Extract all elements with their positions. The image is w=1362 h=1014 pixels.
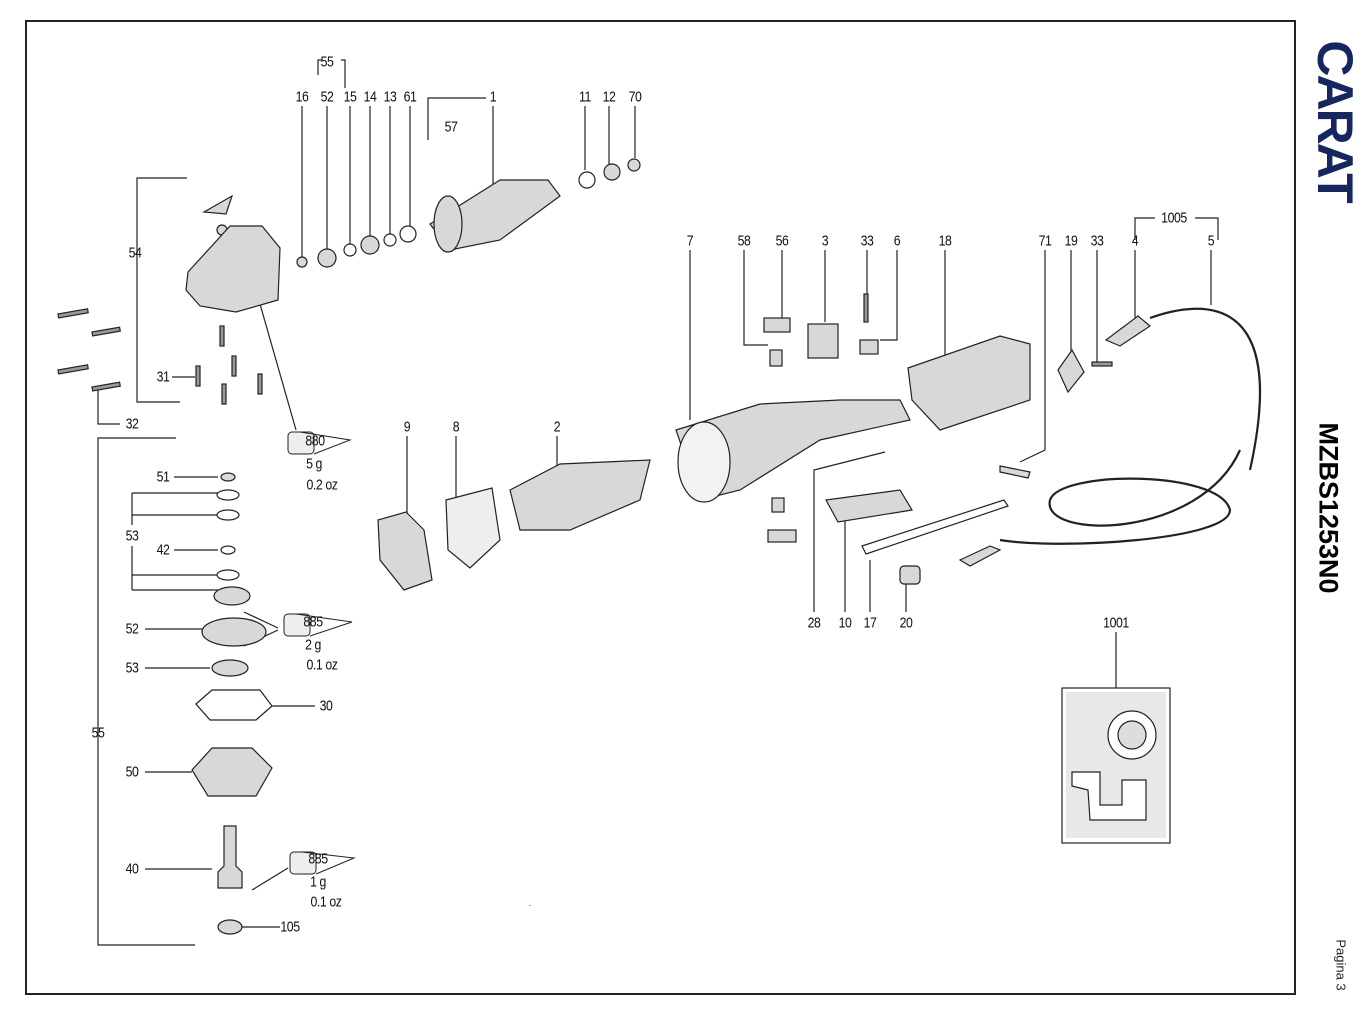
parts (57, 158, 1261, 935)
part-callout: 4 (1131, 232, 1139, 250)
grease-weight: 1 g (310, 873, 326, 891)
part-callout: 2 (553, 418, 561, 436)
part-callout: 8 (452, 418, 460, 436)
part-callout: 3 (821, 232, 829, 250)
part-callout: 1 (489, 88, 497, 106)
part-callout: 57 (444, 118, 458, 136)
part-callout: 14 (363, 88, 377, 106)
part-callout: 58 (737, 232, 751, 250)
part-callout: 51 (156, 468, 170, 486)
part-callout: 55 (91, 724, 105, 742)
grease-weight: 5 g (306, 455, 322, 473)
part-callout: 5 (1207, 232, 1215, 250)
part-callout: 50 (125, 763, 139, 781)
part-callout: 56 (775, 232, 789, 250)
part-callout: 19 (1064, 232, 1078, 250)
part-callout: 70 (628, 88, 642, 106)
part-callout: 32 (125, 415, 139, 433)
grease-ounces: 0.1 oz (306, 656, 338, 674)
part-callout: 20 (899, 614, 913, 632)
carat-logo: CARAT (1307, 39, 1362, 202)
part-callout: 15 (343, 88, 357, 106)
part-callout: 53 (125, 527, 139, 545)
model-number: MZBS1253N0 (1313, 422, 1344, 594)
part-callout: 11 (579, 88, 591, 106)
part-callout: 55 (320, 53, 334, 71)
part-callout: 30 (319, 697, 333, 715)
page-number: Pagina 3 (1333, 939, 1349, 991)
grease-tubes (283, 431, 356, 875)
part-callout: 1001 (1103, 614, 1129, 632)
grease-code: 885 (308, 850, 328, 868)
part-callout: 13 (383, 88, 397, 106)
part-callout: 18 (938, 232, 952, 250)
grease-code: 885 (303, 613, 323, 631)
part-callout: 1005 (1161, 209, 1187, 227)
part-callout: 33 (860, 232, 874, 250)
part-callout: 9 (403, 418, 411, 436)
leader-lines (97, 59, 1219, 946)
part-callout: 17 (863, 614, 877, 632)
part-callout: 52 (320, 88, 334, 106)
part-callout: 28 (807, 614, 821, 632)
part-callout: 31 (156, 368, 170, 386)
part-callout: 105 (280, 918, 300, 936)
grease-code: 880 (305, 432, 325, 450)
part-callout: 6 (893, 232, 901, 250)
drawing-frame (25, 20, 1296, 995)
grease-ounces: 0.1 oz (310, 893, 342, 911)
part-callout: 12 (602, 88, 616, 106)
grease-weight: 2 g (305, 636, 321, 654)
part-callout: 53 (125, 659, 139, 677)
grease-ounces: 0.2 oz (306, 476, 338, 494)
part-callout: 52 (125, 620, 139, 638)
part-callout: 33 (1090, 232, 1104, 250)
part-callout: 71 (1038, 232, 1052, 250)
part-callout: 40 (125, 860, 139, 878)
part-callout: 42 (156, 541, 170, 559)
part-callout: 10 (838, 614, 852, 632)
part-callout: 7 (686, 232, 694, 250)
inset-1001 (1061, 687, 1171, 844)
part-callout: 61 (403, 88, 417, 106)
part-callout: 54 (128, 244, 142, 262)
part-callout: 16 (295, 88, 309, 106)
